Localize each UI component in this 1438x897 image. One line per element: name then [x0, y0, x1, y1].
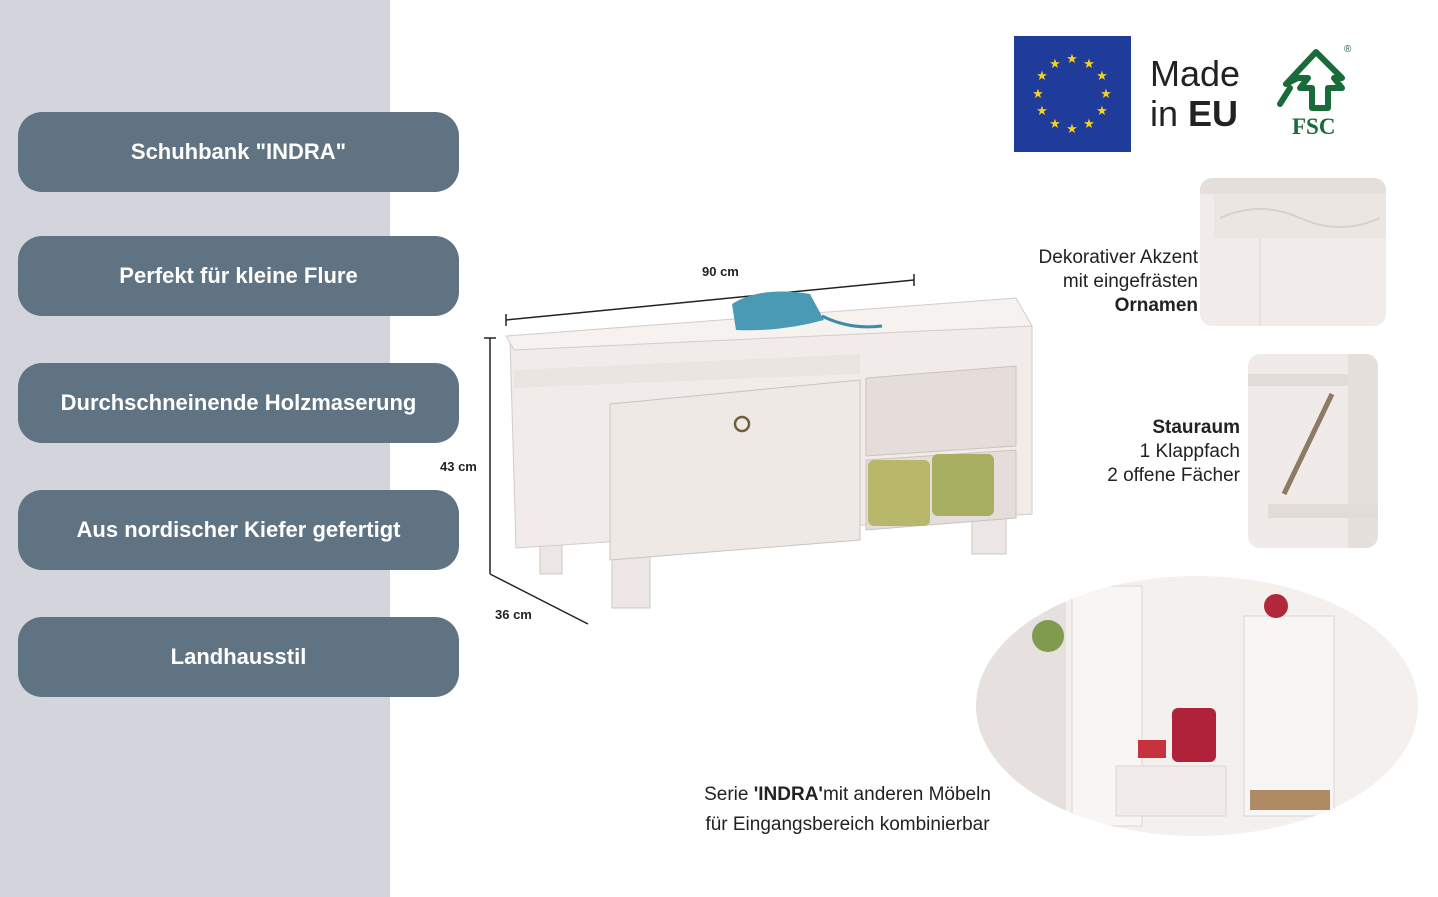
fsc-tree-icon	[1277, 49, 1345, 111]
ornament-detail-photo	[1200, 178, 1386, 326]
svg-text:★: ★	[1083, 57, 1095, 72]
feature-name: Schuhbank "INDRA"	[18, 112, 459, 192]
feature-small-hallways: Perfekt für kleine Flure	[18, 236, 459, 316]
room-setting-photo	[976, 576, 1418, 836]
svg-text:★: ★	[1049, 57, 1061, 72]
feature-nordic-pine: Aus nordischer Kiefer gefertigt	[18, 490, 459, 570]
svg-text:★: ★	[1036, 69, 1048, 84]
feature-country-style: Landhausstil	[18, 617, 459, 697]
svg-text:★: ★	[1036, 104, 1048, 119]
svg-text:★: ★	[1049, 117, 1061, 132]
storage-detail-photo	[1248, 354, 1378, 548]
svg-text:★: ★	[1100, 87, 1112, 102]
width-label: 90 cm	[702, 264, 739, 279]
svg-text:★: ★	[1083, 117, 1095, 132]
svg-text:★: ★	[1032, 87, 1044, 102]
registered-mark: ®	[1344, 44, 1352, 55]
feature-wood-grain: Durchschneinende Holzmaserung	[18, 363, 459, 443]
depth-label: 36 cm	[495, 607, 532, 622]
svg-text:★: ★	[1096, 104, 1108, 119]
eu-flag-icon: ★★★★ ★★★★ ★★★★	[1014, 36, 1131, 152]
svg-text:★: ★	[1066, 122, 1078, 137]
storage-callout: Stauraum 1 Klappfach 2 offene Fächer	[1107, 417, 1240, 486]
fsc-label: FSC	[1292, 114, 1336, 139]
svg-text:★: ★	[1096, 69, 1108, 84]
shoe-bench-illustration	[484, 274, 1033, 625]
made-in-eu-label: Made in EU	[1150, 53, 1241, 134]
svg-text:★: ★	[1066, 52, 1078, 67]
height-label: 43 cm	[440, 459, 477, 474]
decor-callout: Dekorativer Akzent mit eingefrästen Orna…	[1038, 247, 1198, 316]
series-caption: Serie 'INDRA'mit anderen Möbeln für Eing…	[704, 784, 991, 835]
